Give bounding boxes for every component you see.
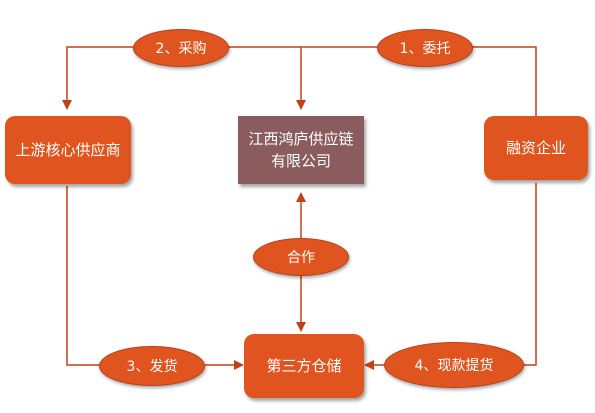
edge-label-ship-text: 3、发货 [126, 359, 178, 375]
edge-label-cash-pickup: 4、现款提货 [384, 342, 524, 388]
node-financing-enterprise: 融资企业 [484, 116, 588, 180]
edge-line-cash-pickup [364, 183, 537, 370]
node-warehouse: 第三方仓储 [244, 334, 364, 398]
node-warehouse-label: 第三方仓储 [266, 357, 342, 375]
edge-label-entrust: 1、委托 [377, 29, 473, 67]
node-upstream-supplier-label: 上游核心供应商 [15, 141, 121, 159]
node-company-label-line2: 有限公司 [270, 152, 331, 170]
edge-label-cash-pickup-text: 4、现款提货 [414, 358, 494, 374]
edge-label-cooperate: 合作 [253, 238, 349, 276]
node-upstream-supplier: 上游核心供应商 [5, 116, 131, 184]
edge-line-ship [66, 186, 244, 370]
node-company-label-line1: 江西鸿庐供应链 [248, 130, 354, 148]
edge-label-purchase-text: 2、采购 [155, 41, 207, 57]
edge-label-entrust-text: 1、委托 [399, 41, 451, 57]
edge-label-cooperate-text: 合作 [287, 250, 315, 266]
node-company: 江西鸿庐供应链 有限公司 [238, 116, 364, 184]
node-financing-enterprise-label: 融资企业 [505, 139, 566, 157]
edge-label-ship: 3、发货 [99, 346, 205, 386]
edge-label-purchase: 2、采购 [133, 29, 229, 67]
